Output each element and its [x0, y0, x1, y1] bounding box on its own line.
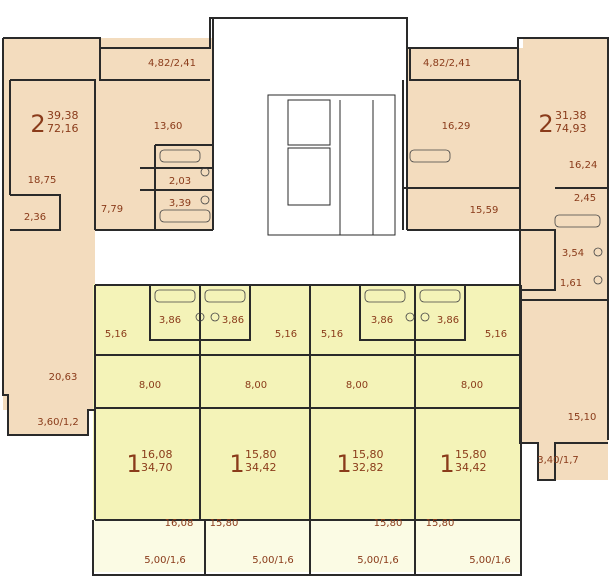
label-s-kitchen-3: 8,00	[346, 380, 368, 391]
studio-b: 1 15,80 34,42	[229, 448, 276, 478]
apartment-right-fill	[403, 38, 608, 480]
label-r-kitchen: 15,10	[568, 412, 597, 423]
label-s-bath-2: 3,86	[222, 315, 244, 326]
rooms-count: 2	[538, 110, 553, 138]
label-balcony-top-left: 4,82/2,41	[148, 58, 196, 69]
label-s-hall-1: 5,16	[105, 329, 127, 340]
total-area: 32,82	[352, 461, 384, 474]
label-l-closet: 2,36	[24, 212, 46, 223]
studio-c: 1 15,80 32,82	[336, 448, 383, 478]
living-area: 15,80	[352, 448, 384, 461]
label-r-bath: 3,54	[562, 248, 584, 259]
label-s-hall-3: 5,16	[321, 329, 343, 340]
label-s-bath-4: 3,86	[437, 315, 459, 326]
label-l-room-big: 18,75	[28, 175, 57, 186]
label-s-balcony-3: 5,00/1,6	[357, 555, 399, 566]
living-area: 31,38	[555, 109, 587, 122]
label-s-balcony-4: 5,00/1,6	[469, 555, 511, 566]
total-area: 72,16	[47, 122, 79, 135]
living-area: 15,80	[245, 448, 277, 461]
label-s-balcony-2: 5,00/1,6	[252, 555, 294, 566]
total-area: 74,93	[555, 122, 587, 135]
label-r-wc: 1,61	[560, 278, 582, 289]
corridor-fill	[95, 18, 520, 285]
label-r-balcony-bottom: 3,40/1,7	[537, 455, 579, 466]
label-s-bath-3: 3,86	[371, 315, 393, 326]
label-r-room-1629: 16,29	[442, 121, 471, 132]
living-area: 39,38	[47, 109, 79, 122]
label-l-hall: 7,79	[101, 204, 123, 215]
label-s-kitchen-1: 8,00	[139, 380, 161, 391]
label-s-room-2: 15,80	[210, 518, 239, 529]
label-s-room-3: 15,80	[374, 518, 403, 529]
label-s-balcony-1: 5,00/1,6	[144, 555, 186, 566]
total-area: 34,70	[141, 461, 173, 474]
apartment-left-2room: 2 39,38 72,16	[30, 109, 78, 138]
label-s-hall-2: 5,16	[275, 329, 297, 340]
label-l-kitchen: 20,63	[49, 372, 78, 383]
label-s-room-1: 16,08	[165, 518, 194, 529]
rooms-count: 2	[30, 110, 45, 138]
label-s-kitchen-4: 8,00	[461, 380, 483, 391]
label-r-closet: 2,45	[574, 193, 596, 204]
label-s-room-4: 15,80	[426, 518, 455, 529]
rooms-count: 1	[336, 450, 351, 478]
studio-a: 1 16,08 34,70	[126, 448, 172, 478]
label-s-kitchen-2: 8,00	[245, 380, 267, 391]
total-area: 34,42	[455, 461, 487, 474]
label-l-room-136: 13,60	[154, 121, 183, 132]
label-l-balcony-bottom: 3,60/1,2	[37, 417, 79, 428]
label-s-hall-4: 5,16	[485, 329, 507, 340]
walls	[2, 17, 609, 576]
apartment-labels: 2 39,38 72,16 2 31,38 74,93 1 16,08 34,7…	[30, 109, 586, 478]
living-area: 16,08	[141, 448, 173, 461]
rooms-count: 1	[439, 450, 454, 478]
label-l-wc: 2,03	[169, 176, 191, 187]
label-l-bath: 3,39	[169, 198, 191, 209]
rooms-count: 1	[126, 450, 141, 478]
studios-fill	[93, 284, 521, 572]
studio-d: 1 15,80 34,42	[439, 448, 486, 478]
living-area: 15,80	[455, 448, 487, 461]
label-balcony-top-right: 4,82/2,41	[423, 58, 471, 69]
total-area: 34,42	[245, 461, 277, 474]
label-s-bath-1: 3,86	[159, 315, 181, 326]
fixtures	[154, 149, 603, 322]
area-labels: 4,82/2,41 4,82/2,41 18,75 13,60 2,03 3,3…	[24, 58, 597, 566]
label-r-hall: 15,59	[470, 205, 499, 216]
label-r-room-1624: 16,24	[569, 160, 598, 171]
rooms-count: 1	[229, 450, 244, 478]
apartment-left-fill	[3, 38, 213, 435]
apartment-right-2room: 2 31,38 74,93	[538, 109, 586, 138]
